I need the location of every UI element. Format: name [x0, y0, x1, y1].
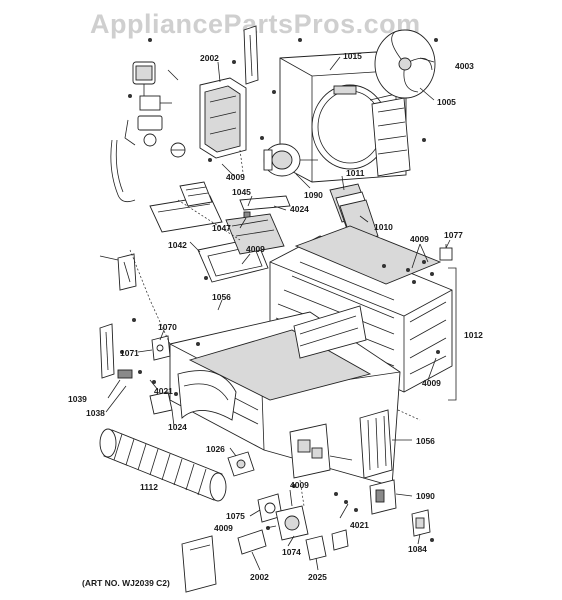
- label-1015: 1015: [343, 51, 362, 61]
- label-4009-c: 4009: [410, 234, 429, 244]
- heater-frame: [197, 213, 285, 283]
- control-panel: [289, 423, 353, 479]
- fan-blade: [374, 29, 436, 99]
- chassis-base: [169, 305, 401, 487]
- part-1084: [411, 509, 431, 537]
- filter-stack: [329, 183, 379, 243]
- label-1077: 1075: [226, 511, 245, 521]
- label-1112: 1112: [140, 482, 158, 492]
- label-4024: 4024: [290, 204, 309, 214]
- label-2001: 1090: [304, 190, 323, 200]
- label-4009-a: 4009: [226, 172, 245, 182]
- label-1071: 1071: [120, 348, 139, 358]
- label-1011: 1011: [346, 168, 365, 178]
- capacitor-assembly: [110, 61, 186, 203]
- label-1012: 1012: [464, 330, 483, 340]
- screws: [120, 38, 440, 542]
- blower-housing: [279, 51, 411, 183]
- label-4021-b: 4021: [350, 520, 369, 530]
- label-2025-a: 2002: [250, 572, 269, 582]
- label-1005: 1005: [437, 97, 456, 107]
- reference-lines: [129, 149, 421, 507]
- coil-side-bracket: [99, 253, 137, 291]
- plug-1090: [369, 479, 397, 515]
- bracket-1071: [99, 323, 115, 379]
- label-1024: 1024: [168, 422, 187, 432]
- orifice-1024: [177, 370, 237, 421]
- label-1074: 1077: [444, 230, 463, 240]
- label-1042: 1042: [168, 240, 187, 250]
- label-1010: 1010: [374, 222, 393, 232]
- label-4009-d: 4009: [422, 378, 441, 388]
- label-4003: 4003: [455, 61, 474, 71]
- bracket-1012: [448, 267, 457, 401]
- label-4009-e: 4009: [290, 480, 309, 490]
- bracket-panel: [149, 181, 223, 233]
- label-4009-f: 4009: [214, 523, 233, 533]
- motor-mount-1075: [275, 505, 309, 541]
- bearing-1026: [227, 451, 255, 477]
- label-2025-b: 2025: [308, 572, 327, 582]
- label-1090: 1090: [416, 491, 435, 501]
- label-1038: 1038: [86, 408, 105, 418]
- label-1039: 1039: [68, 394, 87, 404]
- top-bracket: [243, 25, 259, 85]
- art-number: (ART NO. WJ2039 C2): [82, 578, 170, 588]
- leader-lines: [105, 56, 451, 571]
- panel-bottom: [181, 535, 217, 593]
- label-2002: 2002: [200, 53, 219, 63]
- fan-motor: [263, 143, 318, 177]
- small-bracket-1074: [439, 244, 453, 261]
- label-1070: 1070: [158, 322, 177, 332]
- blower-wheel: [99, 428, 227, 502]
- label-1047: 1047: [212, 223, 231, 233]
- parts-2025: [237, 529, 349, 561]
- label-1045: 1045: [232, 187, 251, 197]
- label-1056-a: 1056: [212, 292, 231, 302]
- control-housing: [199, 77, 247, 159]
- label-1084: 1084: [408, 544, 427, 554]
- part-labels: 2002 1015 4003 1005 4009 1090 1011 1045 …: [68, 51, 483, 582]
- heater-1056: [359, 409, 393, 479]
- label-1026: 1026: [206, 444, 225, 454]
- label-1075: 1074: [282, 547, 301, 557]
- label-4021-a: 4021: [154, 386, 173, 396]
- label-4009-b: 4009: [246, 244, 265, 254]
- label-1056-b: 1056: [416, 436, 435, 446]
